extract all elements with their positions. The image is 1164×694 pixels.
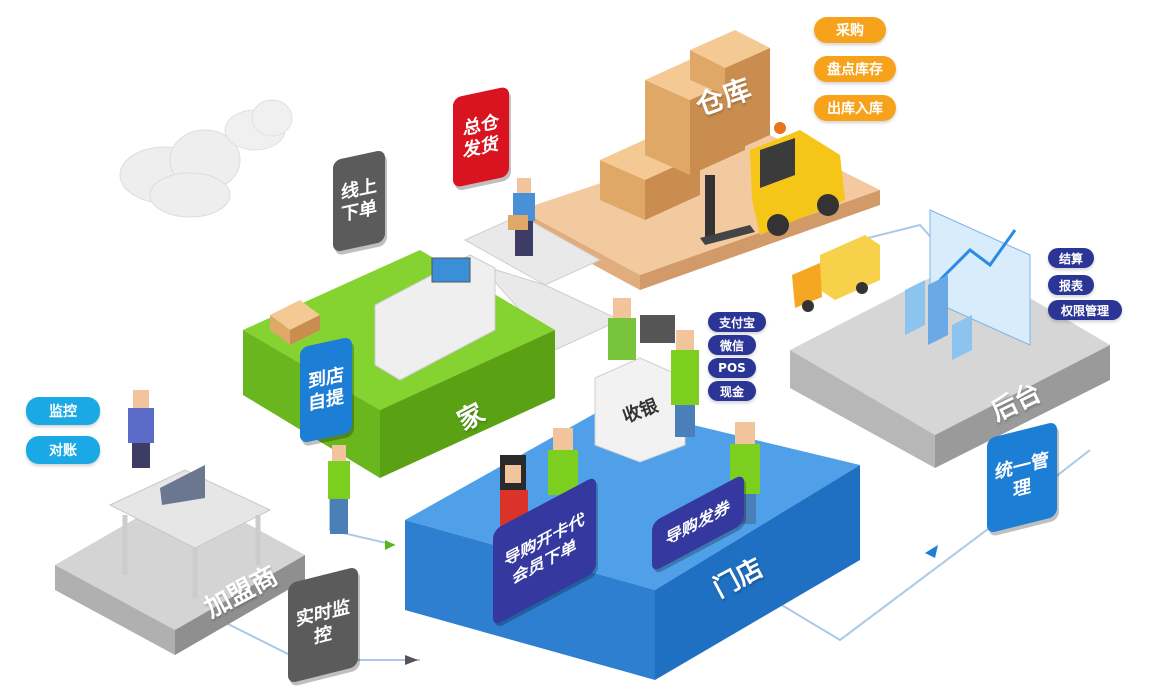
store-pickup-tag: 到店自提 <box>300 336 352 444</box>
backend-tag-permissions[interactable]: 权限管理 <box>1048 300 1122 320</box>
cloud-icon <box>119 129 241 218</box>
arrow-icon <box>925 545 938 558</box>
realtime-monitor-tag: 实时监控 <box>288 566 358 684</box>
franchisee-tag-monitor[interactable]: 监控 <box>26 397 100 425</box>
forklift-icon <box>700 122 845 245</box>
arrow-icon <box>385 540 395 550</box>
backend-platform <box>790 209 1110 468</box>
warehouse-tag-purchase[interactable]: 采购 <box>814 17 886 43</box>
backend-tag-reports[interactable]: 报表 <box>1048 275 1094 295</box>
unified-mgmt-tag: 统一管理 <box>987 421 1057 534</box>
online-order-tag: 线上下单 <box>333 149 385 253</box>
payment-pos[interactable]: POS <box>708 358 756 378</box>
cloud-icon-small <box>224 99 293 151</box>
warehouse-tag-inout[interactable]: 出库入库 <box>814 95 896 121</box>
payment-alipay[interactable]: 支付宝 <box>708 312 766 332</box>
person-icon <box>128 390 154 468</box>
person-icon <box>328 445 350 534</box>
cargo-boxes <box>600 30 770 220</box>
person-icon <box>671 330 699 437</box>
arrow-icon <box>405 655 418 665</box>
person-icon <box>608 298 636 360</box>
backend-tag-settlement[interactable]: 结算 <box>1048 248 1094 268</box>
central-ship-tag: 总仓发货 <box>453 86 509 188</box>
truck-icon <box>792 235 880 312</box>
person-icon <box>508 178 535 256</box>
franchisee-platform <box>55 465 305 655</box>
payment-cash[interactable]: 现金 <box>708 381 756 401</box>
warehouse-tag-inventory[interactable]: 盘点库存 <box>814 56 896 82</box>
payment-wechat[interactable]: 微信 <box>708 335 756 355</box>
franchisee-tag-reconcile[interactable]: 对账 <box>26 436 100 464</box>
